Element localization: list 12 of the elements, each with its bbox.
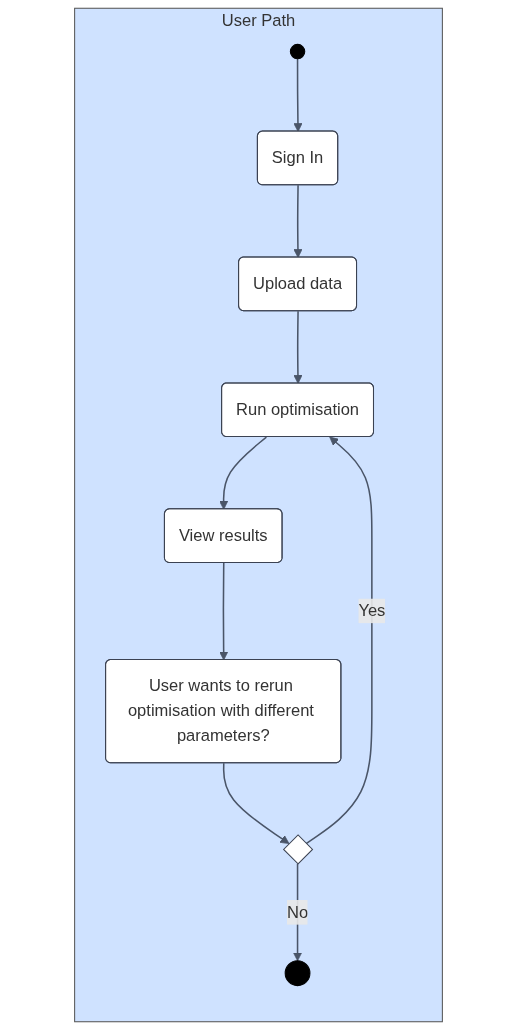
edge-label: No	[287, 903, 309, 921]
arrow	[293, 58, 303, 132]
arrow	[293, 184, 303, 258]
arrow	[293, 310, 303, 384]
arrow	[305, 436, 373, 845]
edge-label: Yes	[358, 601, 386, 620]
node-diamond	[282, 834, 314, 865]
arrow	[219, 436, 268, 510]
arrow	[219, 562, 229, 661]
arrow	[222, 762, 290, 844]
node-circle	[284, 960, 311, 987]
node-circle	[289, 43, 306, 60]
